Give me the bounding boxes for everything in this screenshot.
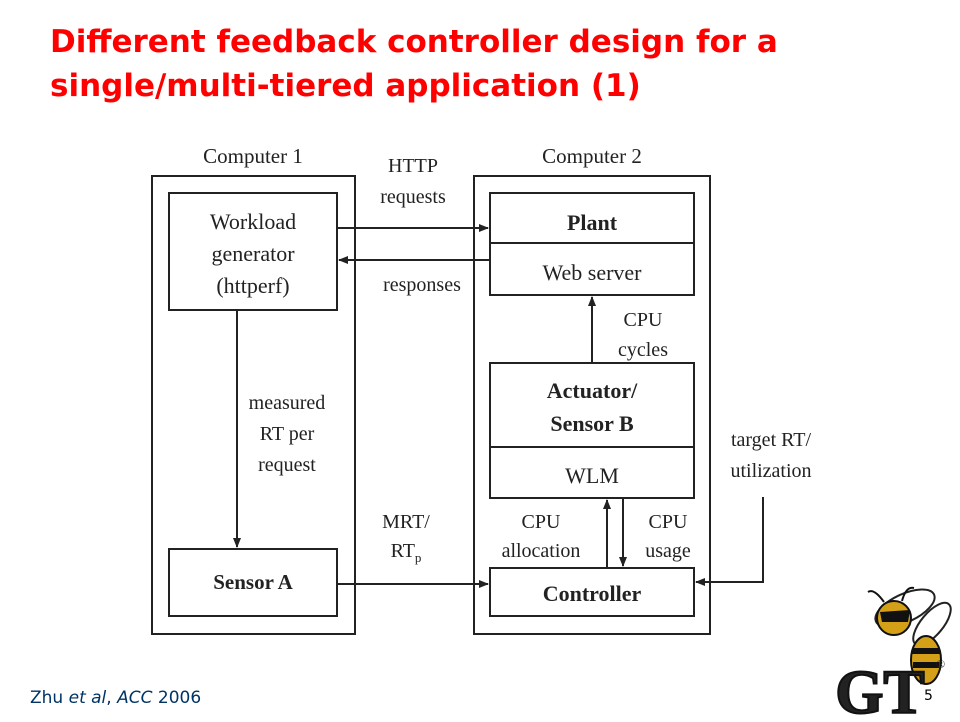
controller-label: Controller [543, 581, 642, 606]
cpu-cycles-label-line1: CPU [624, 309, 663, 331]
computer1-box [151, 175, 356, 635]
wlm-label: WLM [565, 463, 619, 488]
bee-antenna [867, 590, 885, 603]
actuator-label-line1: Actuator/ [547, 378, 638, 403]
measured-label-line1: measured [249, 392, 326, 414]
workload-label-line3: (httperf) [216, 273, 289, 298]
workload-generator-box [168, 192, 338, 311]
registered-mark: ® [936, 657, 945, 671]
bee-antenna [901, 586, 915, 602]
mrt-label-subscript: p [415, 550, 422, 565]
cpu-allocation-label-line2: allocation [502, 540, 581, 562]
mrt-label-line1: MRT/ [382, 511, 430, 533]
computer2-label: Computer 2 [542, 144, 642, 168]
computer1-label: Computer 1 [203, 144, 303, 168]
bee-eyes [880, 610, 910, 622]
citation: Zhu et al, ACC 2006 [30, 688, 201, 708]
page-number: 5 [924, 688, 933, 704]
title-line-1: Different feedback controller design for… [50, 24, 778, 60]
title-line-2: single/multi-tiered application (1) [50, 68, 641, 104]
cpu-allocation-label-line1: CPU [522, 511, 561, 533]
citation-year: 2006 [152, 688, 202, 708]
measured-label-line2: RT per [260, 423, 315, 445]
controller-box [489, 567, 695, 617]
buzz-logo: GT ® [834, 586, 952, 722]
slide-title: Different feedback controller design for… [50, 20, 930, 108]
gt-logo-letters: GT [835, 659, 925, 722]
cpu-usage-label-line1: CPU [649, 511, 688, 533]
sensor-a-label: Sensor A [213, 570, 293, 594]
bee-stripe [913, 662, 939, 668]
cpu-cycles-label-line2: cycles [618, 339, 668, 361]
bee-stripe [912, 648, 940, 654]
computer2-box [473, 175, 711, 635]
http-label-line2: requests [380, 186, 446, 208]
workload-label-line2: generator [211, 241, 295, 266]
mrt-label-rt: RT [391, 540, 415, 562]
citation-venue: ACC [117, 688, 153, 708]
citation-etal: et al [68, 688, 107, 708]
workload-label-line1: Workload [210, 209, 296, 234]
citation-separator: , [106, 688, 118, 708]
measured-label-line3: request [258, 454, 316, 476]
target-rt-arrow [695, 497, 764, 586]
citation-author: Zhu [30, 688, 69, 708]
plant-label: Plant [567, 210, 618, 235]
target-rt-label-line1: target RT/ [731, 429, 812, 451]
responses-label: responses [383, 274, 461, 296]
actuator-label-line2: Sensor B [550, 411, 634, 436]
target-rt-label-line2: utilization [730, 460, 811, 482]
web-server-label: Web server [542, 260, 642, 285]
cpu-usage-label-line2: usage [645, 540, 691, 562]
http-label-line1: HTTP [388, 155, 438, 177]
mrt-label-line2: RTp [391, 540, 422, 565]
sensor-a-box [168, 548, 338, 617]
